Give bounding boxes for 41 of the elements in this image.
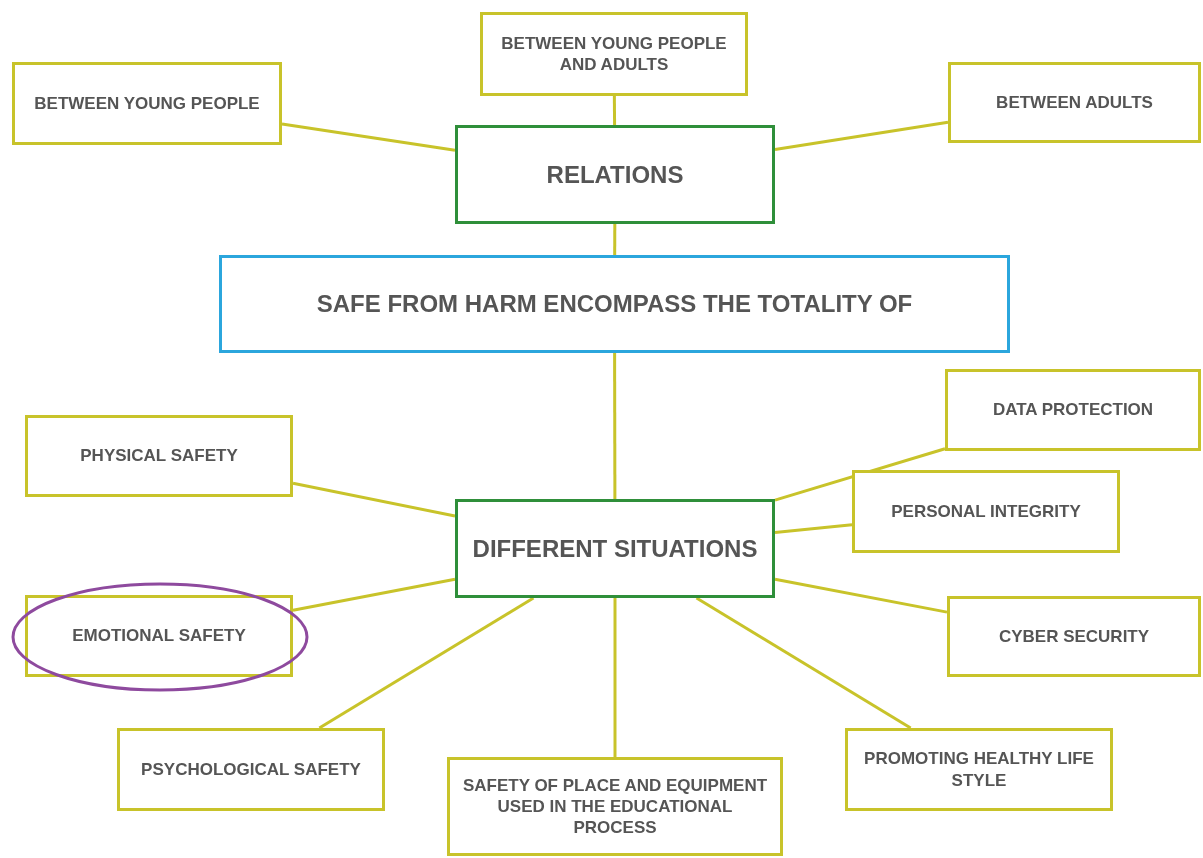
box-label: PROMOTING HEALTHY LIFE STYLE	[863, 748, 1095, 791]
connector-line	[774, 523, 853, 535]
connector-line	[613, 353, 617, 499]
box-label: PSYCHOLOGICAL SAFETY	[141, 758, 361, 781]
text-box	[117, 728, 385, 811]
text-box	[455, 499, 775, 598]
text-box	[945, 369, 1201, 451]
connector-line	[612, 96, 617, 125]
connector-line	[774, 577, 948, 614]
box-label: DATA PROTECTION	[992, 399, 1154, 421]
box-label: EMOTIONAL SAFETY	[72, 625, 246, 647]
connector-line	[695, 596, 912, 730]
text-box	[852, 470, 1120, 553]
text-box	[948, 62, 1201, 143]
connector-line	[613, 224, 617, 255]
text-box	[845, 728, 1113, 811]
connector-line	[774, 120, 949, 151]
box-label: DIFFERENT SITUATIONS	[472, 533, 758, 564]
text-box	[25, 415, 293, 497]
connector-line	[318, 596, 535, 730]
connector-line	[774, 447, 946, 502]
text-box	[447, 757, 783, 856]
text-box	[25, 595, 293, 677]
connector-line	[281, 122, 456, 152]
box-label: CYBER SECURITY	[998, 625, 1150, 648]
box-label: PERSONAL INTEGRITY	[891, 500, 1081, 523]
text-box	[219, 255, 1010, 353]
box-label: PHYSICAL SAFETY	[80, 445, 238, 467]
connector-line	[292, 481, 456, 518]
text-box	[12, 62, 282, 145]
box-label: RELATIONS	[546, 159, 684, 190]
connector-line	[613, 598, 617, 757]
box-label: SAFETY OF PLACE AND EQUIPMENT USED IN THE EDUCATIONAL PROCESS	[462, 774, 768, 839]
box-label: BETWEEN YOUNG PEOPLE	[34, 92, 260, 115]
text-box	[480, 12, 748, 96]
box-label: SAFE FROM HARM ENCOMPASS THE TOTALITY OF	[316, 289, 913, 319]
box-label: BETWEEN YOUNG PEOPLE AND ADULTS	[500, 32, 728, 76]
box-label: BETWEEN ADULTS	[996, 91, 1153, 114]
text-box	[455, 125, 775, 224]
connector-line	[292, 577, 456, 612]
text-box	[947, 596, 1201, 677]
